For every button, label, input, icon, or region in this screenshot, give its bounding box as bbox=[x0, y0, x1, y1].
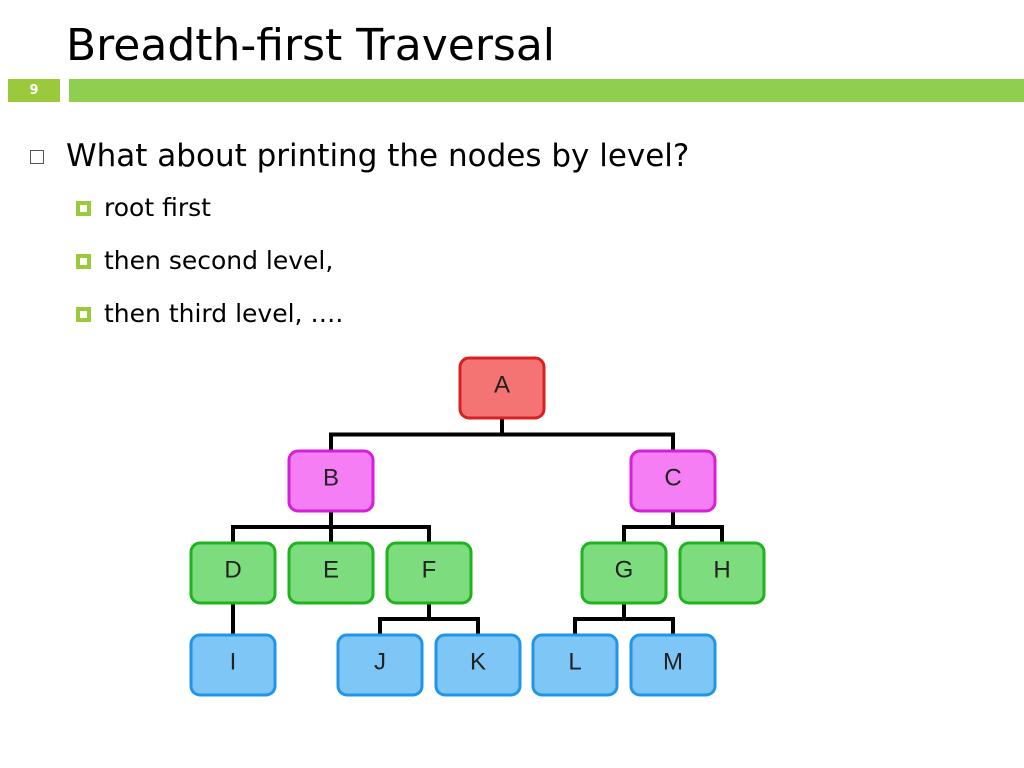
tree-node-f: F bbox=[385, 541, 473, 605]
tree-node-label: F bbox=[422, 556, 437, 583]
tree-node-a: A bbox=[458, 356, 546, 420]
tree-node-box bbox=[336, 633, 424, 697]
slide-number: 9 bbox=[8, 79, 60, 102]
tree-node-k: K bbox=[434, 633, 522, 697]
tree-node-box bbox=[531, 633, 619, 697]
tree-node-box bbox=[629, 633, 717, 697]
tree-node-label: B bbox=[323, 464, 339, 491]
tree-node-box bbox=[287, 541, 375, 605]
sub-bullet-text: then second level, bbox=[104, 246, 334, 275]
tree-node-box bbox=[629, 449, 717, 513]
tree-node-label: E bbox=[323, 556, 339, 583]
tree-node-i: I bbox=[189, 633, 277, 697]
tree-node-box bbox=[434, 633, 522, 697]
sub-bullet: then third level, …. bbox=[76, 297, 343, 331]
tree-node-label: L bbox=[568, 648, 581, 675]
tree-node-m: M bbox=[629, 633, 717, 697]
tree-node-label: M bbox=[663, 648, 683, 675]
bullet-text: What about printing the nodes by level? bbox=[66, 138, 690, 174]
slide-title: Breadth-first Traversal bbox=[66, 20, 556, 71]
tree-node-h: H bbox=[678, 541, 766, 605]
tree-node-label: K bbox=[470, 648, 486, 675]
tree-node-l: L bbox=[531, 633, 619, 697]
bullet-level1: What about printing the nodes by level? bbox=[30, 136, 689, 176]
sub-bullet-text: then third level, …. bbox=[104, 299, 344, 328]
tree-node-label: I bbox=[230, 648, 237, 675]
tree-node-label: H bbox=[713, 556, 730, 583]
tree-node-label: J bbox=[374, 648, 386, 675]
hollow-square-bullet-icon bbox=[30, 150, 44, 164]
tree-node-box bbox=[287, 449, 375, 513]
sub-bullet-text: root first bbox=[104, 193, 211, 222]
tree-node-box bbox=[189, 541, 277, 605]
green-square-bullet-icon bbox=[76, 200, 91, 216]
tree-node-box bbox=[580, 541, 668, 605]
tree-node-label: A bbox=[494, 371, 510, 398]
tree-node-box bbox=[385, 541, 473, 605]
green-square-bullet-icon bbox=[76, 306, 91, 322]
tree-node-b: B bbox=[287, 449, 375, 513]
sub-bullet: root first bbox=[76, 191, 211, 225]
tree-node-e: E bbox=[287, 541, 375, 605]
tree-node-label: D bbox=[224, 556, 241, 583]
tree-node-c: C bbox=[629, 449, 717, 513]
green-square-bullet-icon bbox=[76, 253, 91, 269]
tree-node-box bbox=[678, 541, 766, 605]
tree-node-j: J bbox=[336, 633, 424, 697]
tree-connectors bbox=[231, 416, 724, 637]
tree-node-box bbox=[458, 356, 546, 420]
tree-node-d: D bbox=[189, 541, 277, 605]
tree-node-g: G bbox=[580, 541, 668, 605]
title-rule bbox=[69, 79, 1024, 102]
tree-node-label: C bbox=[664, 464, 681, 491]
tree-node-box bbox=[189, 633, 277, 697]
sub-bullet: then second level, bbox=[76, 244, 333, 278]
tree-node-label: G bbox=[615, 556, 634, 583]
